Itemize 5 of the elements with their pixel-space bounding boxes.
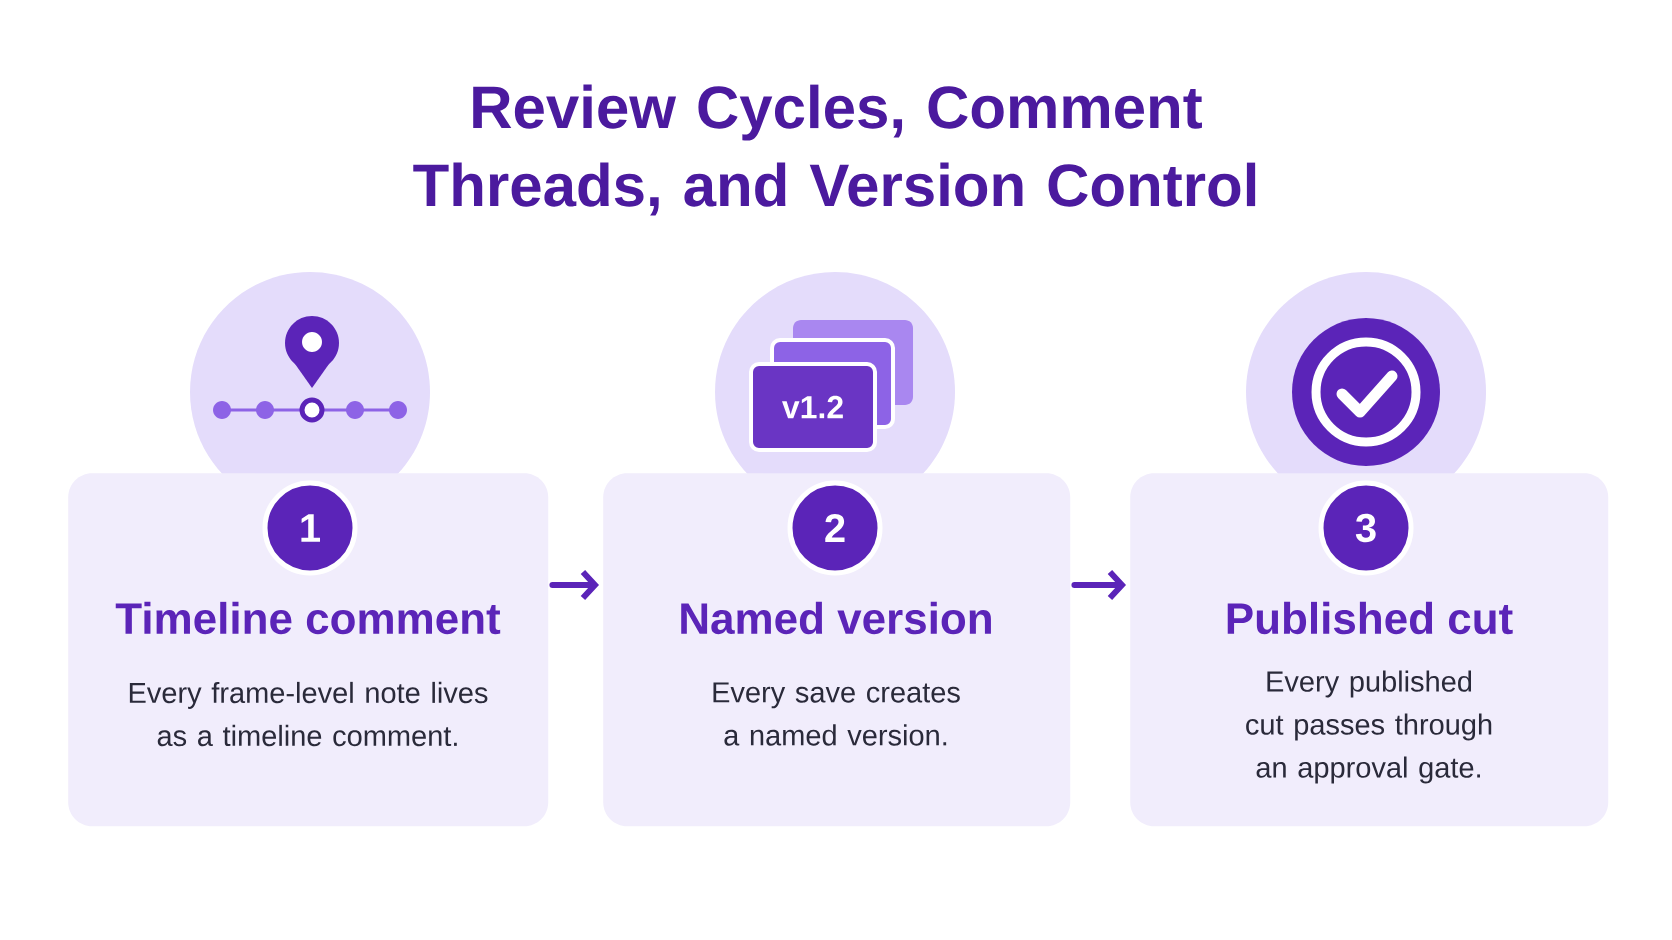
version-label: v1.2	[782, 395, 843, 419]
step-card: 2 Named version Every save creates a named version.	[603, 473, 1071, 827]
title: Review Cycles, Comment Threads, and Version Control	[413, 84, 1256, 216]
step-card: 3 Published cut Every published cut passes through an approval gate.	[1130, 473, 1609, 827]
step-card: 1 Timeline comment Every frame-level note lives as a timeline comment.	[68, 473, 549, 827]
